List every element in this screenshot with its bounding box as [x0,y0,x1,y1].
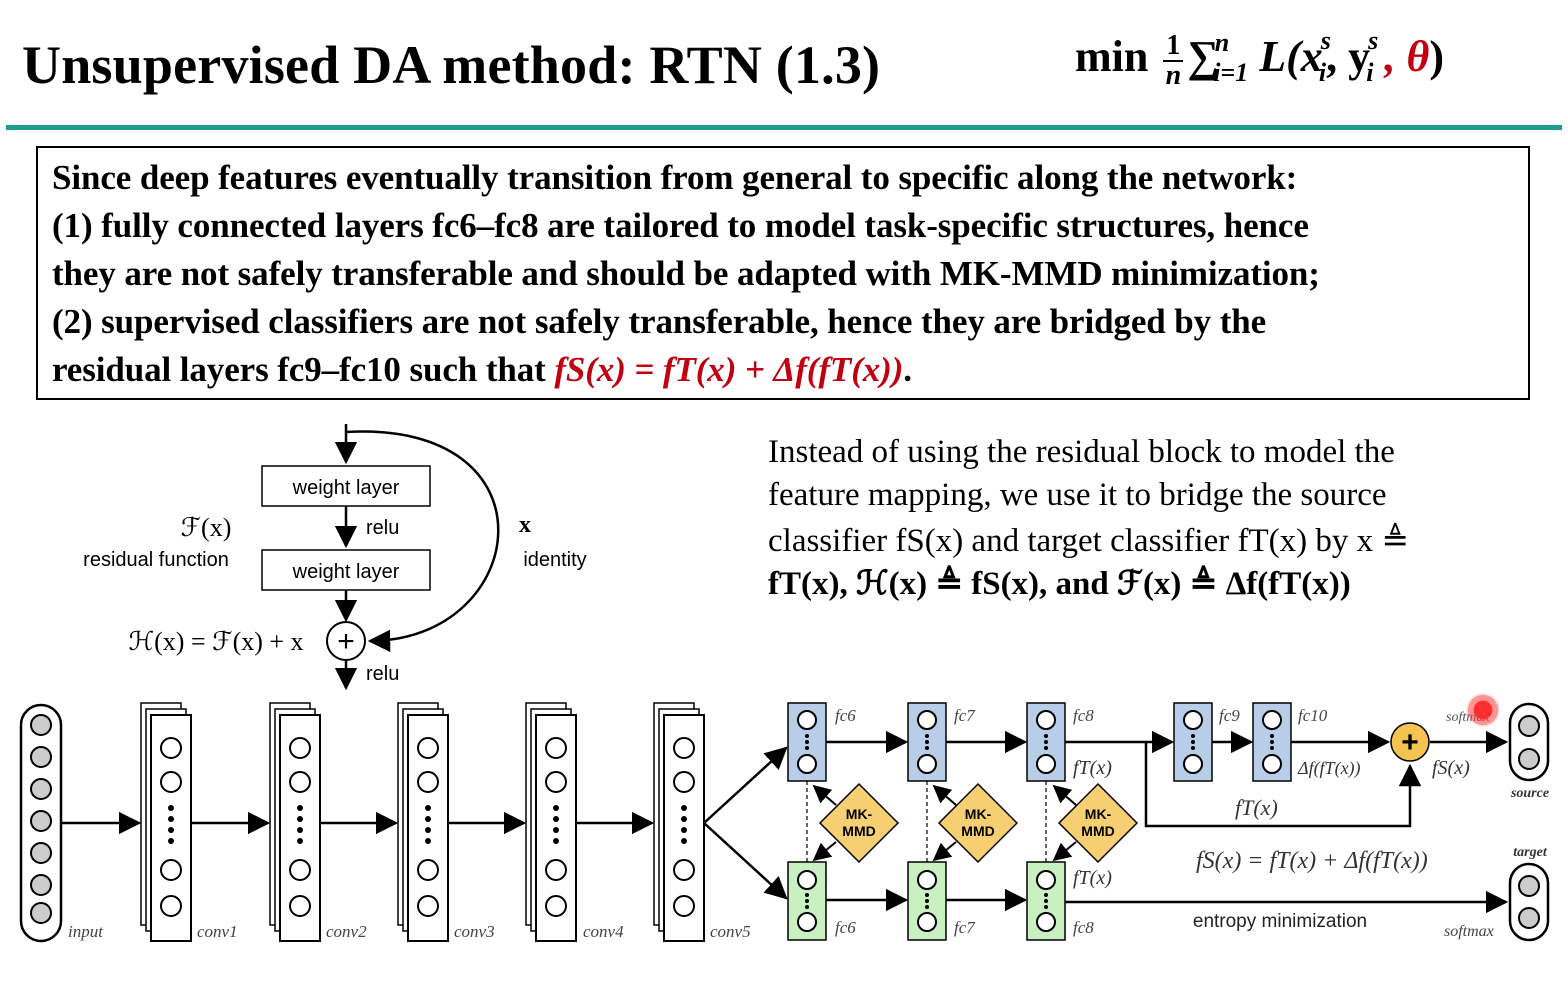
fT-skip-label: fT(x) [1235,795,1278,820]
svg-text:MK-: MK- [846,806,873,822]
residual-equation: fS(x) = fT(x) + Δf(fT(x)) [554,350,904,389]
svg-text:MMD: MMD [961,823,994,839]
pointer-cursor-icon [1466,693,1500,727]
target-fc-row: fc6 fc7 fc8 fT(x) [787,861,1112,941]
summary-line-2: (1) fully connected layers fc6–fc8 are t… [52,206,1309,245]
softmax-label: softmax [1444,923,1494,940]
conv3-label: conv3 [454,922,495,941]
relu-label-2: relu [366,663,399,685]
fS-label: fS(x) [1432,757,1470,779]
conv3-block: conv3 [397,702,495,942]
hx-label: ℋ(x) = ℱ(x) + x [128,627,303,656]
target-label: target [1513,845,1548,860]
fc7-bottom-label: fc7 [954,918,976,937]
delta-label: Δf(fT(x)) [1297,758,1361,779]
fT-top-label: fT(x) [1073,757,1112,779]
title-divider [6,125,1562,130]
formula-sum: ∑ [1187,32,1219,81]
x-label: x [519,512,531,538]
fc-arrows [826,730,1509,914]
formula-min: min [1075,32,1149,81]
paragraph-line-3: classifier fS(x) and target classifier f… [768,523,1409,559]
summary-line-5: residual layers fc9–fc10 such that fS(x)… [52,350,912,389]
residual-plus: + [337,625,355,658]
conv-arrows [61,746,788,900]
fc8-top-label: fc8 [1073,706,1094,725]
fc7-top-label: fc7 [954,706,976,725]
fc6-bottom-label: fc6 [835,918,856,937]
conv1-block: conv1 [140,702,238,942]
svg-text:MMD: MMD [842,823,875,839]
svg-text:MMD: MMD [1081,823,1114,839]
input-layer: input [19,703,104,943]
fx-label: ℱ(x) [181,513,232,542]
conv5-block: conv5 [653,702,751,942]
paragraph-line-1: Instead of using the residual block to m… [768,434,1395,470]
residual-equation-label: fS(x) = fT(x) + Δf(fT(x)) [1196,848,1428,874]
paragraph-line-2: feature mapping, we use it to bridge the… [768,477,1387,513]
entropy-label: entropy minimization [1193,911,1367,932]
mmd-diamond-2: MK- MMD [937,782,1019,864]
target-output: target softmax [1444,845,1550,942]
svg-text:+: + [1401,726,1419,759]
conv2-block: conv2 [269,702,367,942]
fc6-top-label: fc6 [835,706,856,725]
mmd-diamond-1: MK- MMD [818,782,900,864]
residual-function-label: residual function [83,549,229,571]
fT-bottom-label: fT(x) [1073,867,1112,889]
summary-line-1: Since deep features eventually transitio… [52,158,1298,197]
fc10-label: fc10 [1298,706,1328,725]
conv1-label: conv1 [197,922,238,941]
source-fc-row: fc6 fc7 fc8 fT(x) fc9 fc10 Δf(fT(x)) [787,702,1361,782]
conv-stacks: conv1 conv2 conv3 [140,702,751,942]
summary-line-4: (2) supervised classifiers are not safel… [52,302,1267,341]
mmd-links: MK- MMD MK- MMD MK- MMD [806,781,1139,864]
relu-label-1: relu [366,517,399,539]
conv4-block: conv4 [525,702,624,942]
weight-layer-label-1: weight layer [292,477,400,499]
weight-layer-box-2 [261,549,431,591]
fc8-bottom-label: fc8 [1073,918,1094,937]
weight-layer-box-1 [261,465,431,507]
source-label: source [1510,786,1549,801]
identity-arrow [345,430,500,653]
input-label: input [68,922,104,941]
weight-layer-label-2: weight layer [292,561,400,583]
slide-title: Unsupervised DA method: RTN (1.3) [22,35,881,95]
summary-line-3: they are not safely transferable and sho… [52,254,1320,293]
conv4-label: conv4 [583,922,624,941]
source-output: softmax source [1446,702,1550,801]
svg-text:MK-: MK- [965,806,992,822]
residual-block: weight layer relu weight layer + relu ℱ(… [83,424,587,691]
classifier-add-node: + [1390,722,1430,762]
paragraph-line-4: fT(x), ℋ(x) ≜ fS(x), and ℱ(x) ≜ Δf(fT(x)… [768,566,1351,602]
identity-label: identity [523,549,586,571]
summary-box [36,146,1530,400]
svg-text:MK-: MK- [1085,806,1112,822]
formula-theta: , θ [1373,32,1430,81]
fc9-label: fc9 [1219,706,1240,725]
conv2-label: conv2 [326,922,367,941]
mmd-diamond-3: MK- MMD [1057,782,1139,864]
conv5-label: conv5 [710,922,751,941]
